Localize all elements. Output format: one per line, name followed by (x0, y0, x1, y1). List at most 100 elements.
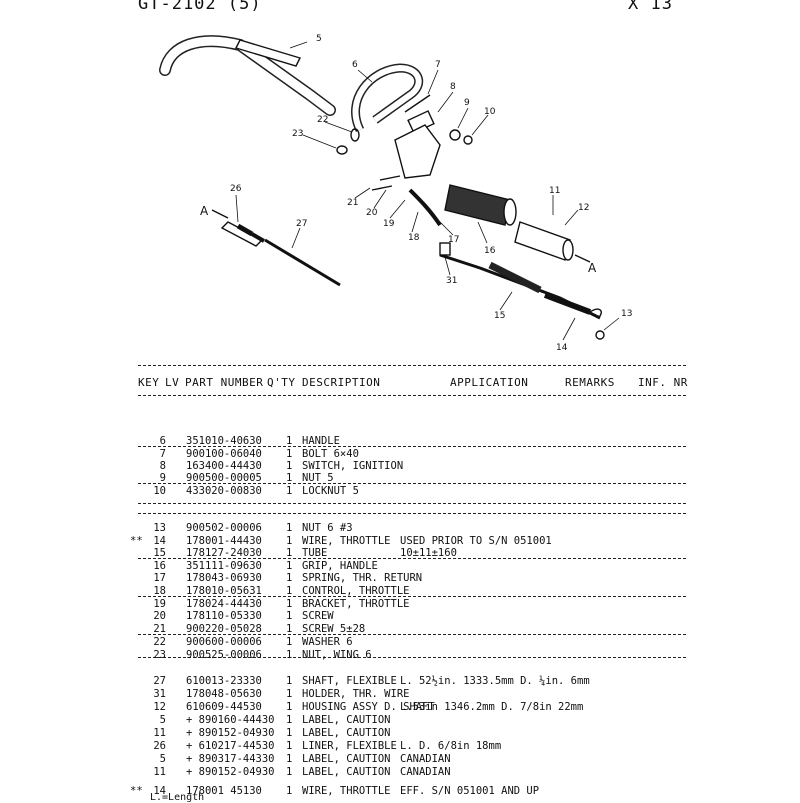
row-underline (138, 634, 686, 635)
callout-7: 7 (435, 60, 441, 70)
row-part-number: 178024-44430 (186, 598, 262, 610)
row-description: LABEL, CAUTION (302, 714, 391, 726)
callout-12: 12 (578, 203, 589, 213)
row-description: SCREW 5±28 (302, 623, 366, 635)
row-qty: 1 (286, 547, 293, 559)
callout-17: 17 (448, 235, 459, 245)
row-description: TUBE (302, 547, 328, 559)
callout-18: 18 (408, 233, 420, 243)
row-key: 17 (153, 572, 166, 584)
row-part-number: 610609-44530 (186, 701, 262, 713)
row-qty: 1 (286, 714, 293, 726)
row-qty: 1 (286, 560, 293, 572)
row-part-number: 900100-06040 (186, 448, 262, 460)
row-qty: 1 (286, 610, 293, 622)
row-qty: 1 (286, 649, 293, 661)
col-remarks: REMARKS (565, 376, 615, 389)
row-description: CONTROL, THROTTLE (302, 585, 410, 597)
row-mark: ** (130, 785, 143, 797)
row-key: 6 (159, 435, 166, 447)
row-key: 5 (159, 714, 166, 726)
row-key: 12 (153, 701, 166, 713)
row-qty: 1 (286, 636, 293, 648)
row-key: 14 (153, 785, 166, 797)
row-key: 14 (153, 535, 166, 547)
row-part-number: 900220-05028 (186, 623, 262, 635)
row-part-number: + 890160-44430 (186, 714, 275, 726)
row-description: SWITCH, IGNITION (302, 460, 404, 472)
row-description: HOUSING ASSY D. SHAFT (302, 701, 435, 713)
row-part-number: 178043-06930 (186, 572, 262, 584)
row-qty: 1 (286, 675, 293, 687)
row-description: LINER, FLEXIBLE (302, 740, 397, 752)
callout-13: 13 (621, 309, 632, 319)
col-qty: Q'TY (267, 376, 296, 389)
row-key: 18 (153, 585, 166, 597)
row-qty: 1 (286, 727, 293, 739)
row-qty: 1 (286, 472, 293, 484)
row-part-number: 900500-00005 (186, 472, 262, 484)
row-underline (138, 596, 686, 597)
row-qty: 1 (286, 740, 293, 752)
callout-14: 14 (556, 343, 568, 353)
callout-a-right: A (588, 261, 597, 275)
callout-a-left: A (200, 204, 209, 218)
row-description: SPRING, THR. RETURN (302, 572, 423, 584)
row-underline (138, 446, 686, 447)
row-key: 26 (153, 740, 166, 752)
row-application: L.53in 1346.2mm D. 7/8in 22mm (400, 701, 584, 713)
row-part-number: + 890152-04930 (186, 727, 275, 739)
row-application: CANADIAN (400, 766, 451, 778)
group-rule-3 (138, 657, 686, 658)
row-description: BOLT 6×40 (302, 448, 359, 460)
row-key: 15 (153, 547, 166, 559)
row-part-number: 178001 45130 (186, 785, 262, 797)
row-key: 19 (153, 598, 166, 610)
row-key: 27 (153, 675, 166, 687)
col-inf-nr: INF. NR (638, 376, 688, 389)
row-key: 23 (153, 649, 166, 661)
row-application: CANADIAN (400, 753, 451, 765)
callout-6: 6 (352, 60, 358, 70)
row-part-number: 178110-05330 (186, 610, 262, 622)
row-key: 8 (159, 460, 166, 472)
row-key: 21 (153, 623, 166, 635)
row-qty: 1 (286, 522, 293, 534)
footer-note: L.=Length (150, 792, 205, 803)
callout-22: 22 (317, 115, 328, 125)
row-part-number: 610013-23330 (186, 675, 262, 687)
row-part-number: + 610217-44530 (186, 740, 275, 752)
row-qty: 1 (286, 623, 293, 635)
row-part-number: + 890317-44330 (186, 753, 275, 765)
row-description: WIRE, THROTTLE (302, 535, 391, 547)
callout-16: 16 (484, 246, 496, 256)
row-part-number: 178010-05631 (186, 585, 262, 597)
row-qty: 1 (286, 785, 293, 797)
row-qty: 1 (286, 435, 293, 447)
row-description: SCREW (302, 610, 334, 622)
row-key: 5 (159, 753, 166, 765)
row-part-number: 351111-09630 (186, 560, 262, 572)
row-application: 10±11±160 (400, 547, 457, 559)
row-application: USED PRIOR TO S/N 051001 (400, 535, 552, 547)
row-qty: 1 (286, 766, 293, 778)
row-qty: 1 (286, 598, 293, 610)
callout-26: 26 (230, 184, 242, 194)
row-part-number: 351010-40630 (186, 435, 262, 447)
row-description: HOLDER, THR. WIRE (302, 688, 410, 700)
row-qty: 1 (286, 535, 293, 547)
callout-19: 19 (383, 219, 395, 229)
row-part-number: 433020-00830 (186, 485, 262, 497)
row-qty: 1 (286, 585, 293, 597)
row-key: 9 (159, 472, 166, 484)
row-qty: 1 (286, 460, 293, 472)
row-key: 10 (153, 485, 166, 497)
row-key: 20 (153, 610, 166, 622)
row-description: NUT 5 (302, 472, 334, 484)
row-description: LABEL, CAUTION (302, 753, 391, 765)
row-description: GRIP, HANDLE (302, 560, 378, 572)
row-description: LOCKNUT 5 (302, 485, 359, 497)
callout-27: 27 (296, 219, 307, 229)
col-description: DESCRIPTION (302, 376, 381, 389)
col-application: APPLICATION (450, 376, 529, 389)
